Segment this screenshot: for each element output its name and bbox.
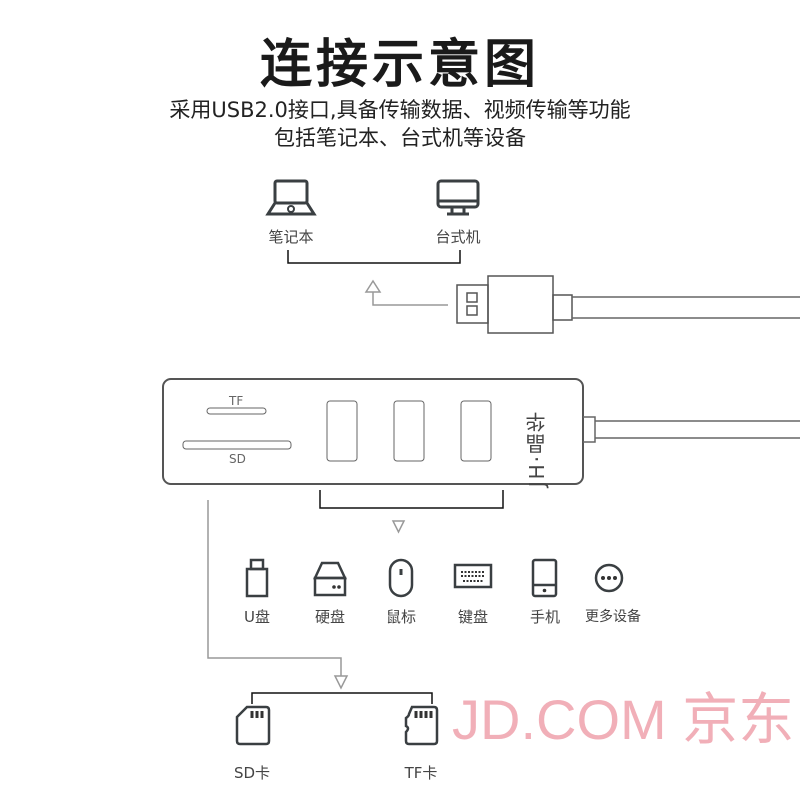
host-label-desktop: 台式机: [435, 228, 481, 246]
watermark: JD.COM 京东: [452, 688, 795, 751]
device-label: 硬盘: [314, 608, 346, 626]
brand-logo: JH·晶华: [525, 410, 549, 488]
laptop-icon: [265, 179, 317, 216]
device-label: 手机: [529, 608, 561, 626]
tf-card-icon: [404, 705, 439, 746]
page-title: 连接示意图: [259, 35, 540, 95]
mouse-icon: [388, 558, 414, 598]
card-label-tf: TF卡: [404, 764, 438, 782]
arrow-line: [372, 292, 448, 306]
arrow-down-icon: [333, 675, 349, 690]
device-label: 更多设备: [585, 609, 641, 625]
device-label: 键盘: [457, 608, 489, 626]
device-label: U盘: [244, 608, 270, 626]
more-icon: [594, 563, 624, 593]
sd-slot-label: SD: [229, 452, 246, 466]
tf-slot-label: TF: [229, 394, 244, 408]
usb-plug: [456, 275, 800, 334]
keyboard-icon: [453, 563, 493, 589]
host-bracket: [287, 250, 461, 264]
host-label-laptop: 笔记本: [268, 228, 314, 246]
arrow-up-icon: [364, 279, 382, 293]
subtitle-line-2: 包括笔记本、台式机等设备: [274, 126, 526, 150]
usb-hub: [162, 378, 800, 485]
card-label-sd: SD卡: [233, 764, 271, 782]
usb-drive-icon: [245, 558, 269, 598]
subtitle-line-1: 采用USB2.0接口,具备传输数据、视频传输等功能: [169, 98, 631, 122]
arrow-down-icon: [391, 520, 406, 534]
hard-drive-icon: [313, 561, 347, 597]
sd-card-icon: [235, 705, 271, 746]
desktop-icon: [436, 179, 480, 216]
card-path-line: [207, 500, 342, 676]
card-bracket: [251, 692, 433, 704]
port-bracket: [319, 490, 504, 509]
phone-icon: [531, 558, 558, 598]
device-label: 鼠标: [385, 608, 417, 626]
